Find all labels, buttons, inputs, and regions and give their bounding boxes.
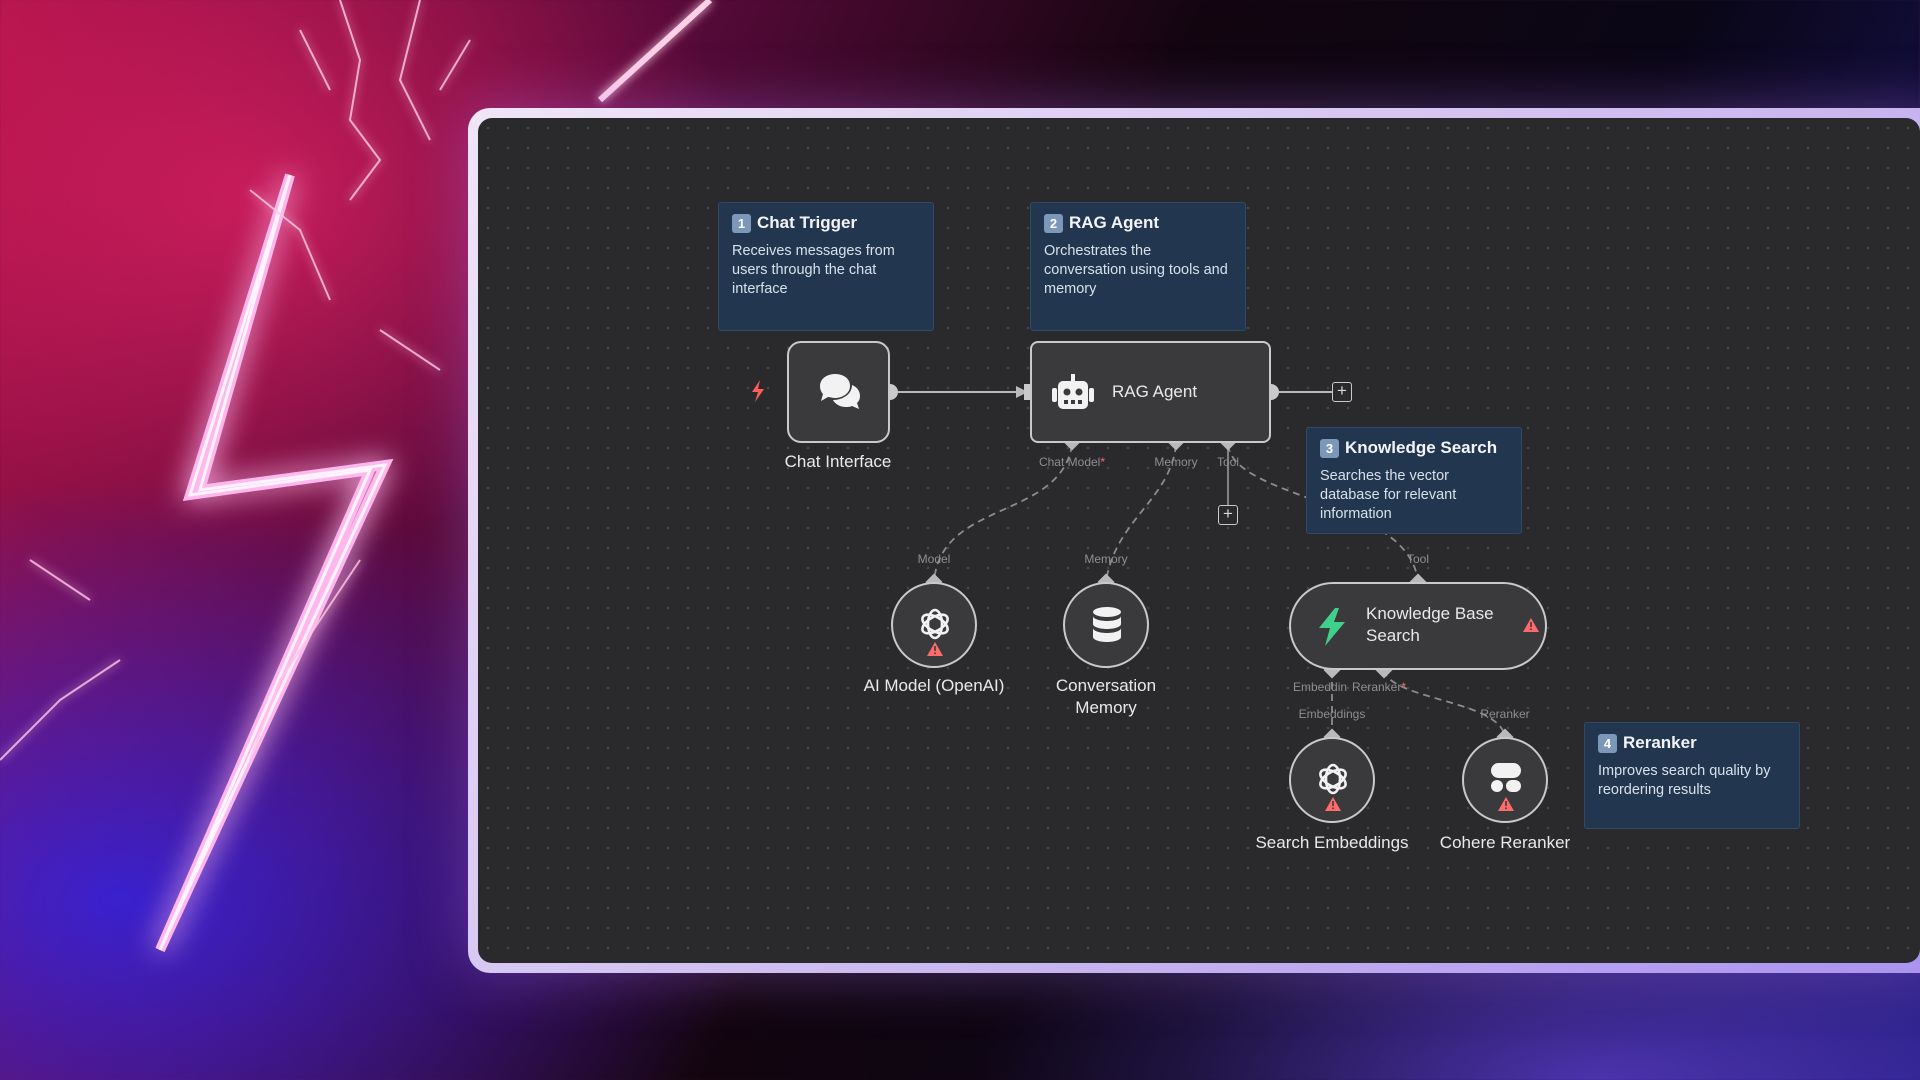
note-body: Orchestrates the conversation using tool… xyxy=(1044,243,1228,297)
note-title: RAG Agent xyxy=(1069,213,1160,232)
bolt-store-icon xyxy=(1319,608,1345,646)
note-rag-agent[interactable]: 2 RAG Agent Orchestrates the conversation… xyxy=(1030,202,1246,331)
cohere-icon xyxy=(1491,763,1521,792)
note-title: Reranker xyxy=(1623,733,1697,752)
note-body: Improves search quality by reordering re… xyxy=(1598,763,1771,798)
model-in-port-label: Model xyxy=(917,552,951,566)
conversation-memory-node[interactable] xyxy=(1063,582,1149,668)
reranker-out-port-label: Reranker* xyxy=(1352,680,1422,694)
knowledge-base-search-node[interactable]: Knowledge Base Search xyxy=(1289,582,1547,670)
ai-model-label: AI Model (OpenAI) xyxy=(863,676,1005,695)
note-number: 4 xyxy=(1598,733,1617,753)
required-marker: * xyxy=(1100,455,1106,469)
search-embeddings-node[interactable] xyxy=(1289,737,1375,823)
note-chat-trigger[interactable]: 1 Chat Trigger Receives messages from use… xyxy=(718,202,934,331)
search-embeddings-label: Search Embeddings xyxy=(1255,833,1409,852)
add-tool-button[interactable]: + xyxy=(1218,505,1238,525)
add-next-node-button[interactable]: + xyxy=(1332,382,1352,402)
warning-triangle-icon xyxy=(1325,797,1341,811)
embeddings-out-port-label: Embeddin xyxy=(1293,680,1348,694)
chat-model-port-label: Chat Model* xyxy=(1026,455,1118,469)
cohere-reranker-label: Cohere Reranker xyxy=(1439,833,1571,852)
note-number: 1 xyxy=(732,213,751,233)
chat-bubbles-icon xyxy=(820,374,860,409)
conversation-memory-label: Conversation Memory xyxy=(1055,676,1157,717)
openai-icon xyxy=(921,608,949,640)
note-body: Receives messages from users through the… xyxy=(732,243,895,297)
cohere-reranker-node[interactable] xyxy=(1462,737,1548,823)
reranker-out-text: Reranker xyxy=(1352,680,1402,694)
note-reranker[interactable]: 4 Reranker Improves search quality by reo… xyxy=(1584,722,1800,829)
chat-interface-label: Chat Interface xyxy=(784,452,892,471)
note-number: 2 xyxy=(1044,213,1063,233)
lightning-bolt-icon xyxy=(752,380,764,402)
reranker-in-port-label: Reranker xyxy=(1480,707,1530,721)
required-marker: * xyxy=(1401,680,1407,694)
chat-model-text: Chat Model xyxy=(1038,455,1101,469)
note-number: 3 xyxy=(1320,438,1339,458)
embeddings-in-port-label: Embeddings xyxy=(1298,707,1366,721)
tool-port-label: Tool xyxy=(1216,455,1239,469)
memory-in-port-label: Memory xyxy=(1084,552,1128,566)
knowledge-base-search-label: Knowledge Base Search xyxy=(1366,604,1494,645)
rag-agent-label: RAG Agent xyxy=(1112,382,1198,401)
note-knowledge-search[interactable]: 3 Knowledge Search Searches the vector da… xyxy=(1306,427,1522,534)
tool-in-port-label: Tool xyxy=(1406,552,1429,566)
warning-triangle-icon xyxy=(927,642,943,656)
warning-triangle-icon xyxy=(1498,797,1514,811)
note-title: Chat Trigger xyxy=(757,213,858,232)
database-icon xyxy=(1093,607,1121,642)
note-title: Knowledge Search xyxy=(1345,438,1498,457)
memory-port-label: Memory xyxy=(1154,455,1198,469)
chat-interface-node[interactable] xyxy=(787,341,890,443)
rag-agent-node[interactable]: RAG Agent xyxy=(1030,341,1271,443)
note-body: Searches the vector database for relevan… xyxy=(1320,468,1457,522)
openai-icon xyxy=(1319,763,1347,795)
robot-icon xyxy=(1052,374,1094,409)
warning-triangle-icon xyxy=(1523,618,1539,632)
ai-model-node[interactable] xyxy=(891,582,977,668)
